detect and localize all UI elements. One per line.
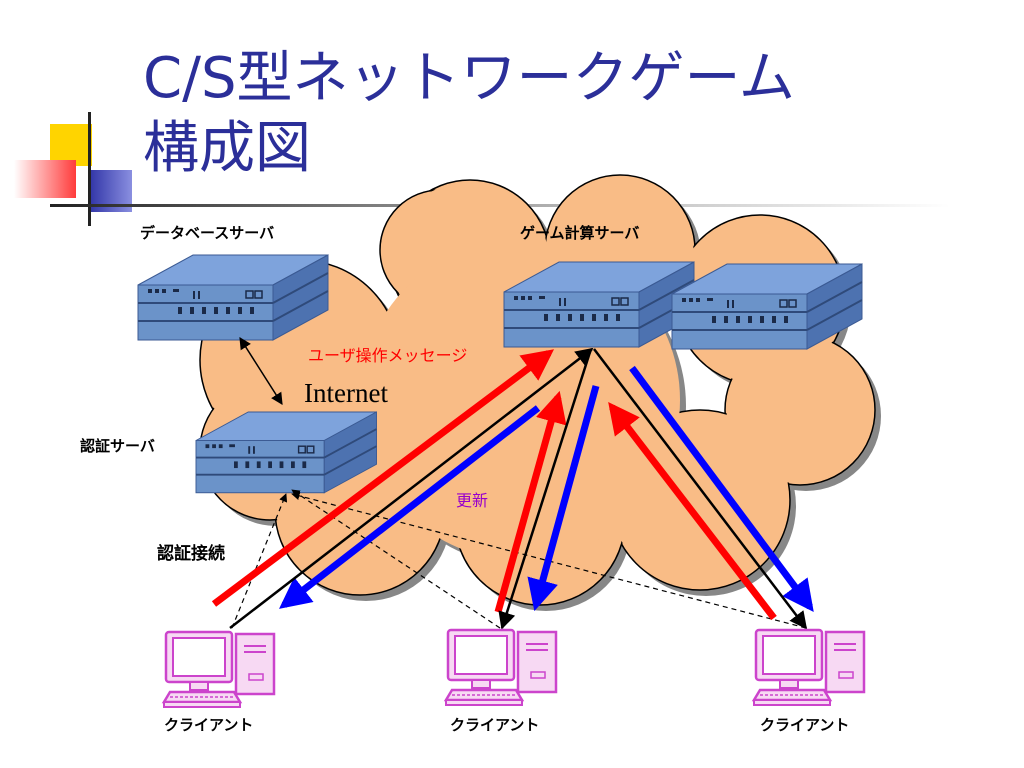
client-label-1: クライアント xyxy=(164,716,254,734)
client-label-2: クライアント xyxy=(450,716,540,734)
client-label-3: クライアント xyxy=(760,716,850,734)
auth-connection-label: 認証接続 xyxy=(157,544,225,564)
connection-arrows xyxy=(229,347,808,630)
ornament-vertical-line xyxy=(88,112,91,226)
title-line-2: 構成図 xyxy=(143,116,311,181)
auth-server-label: 認証サーバ xyxy=(80,437,155,455)
update-label: 更新 xyxy=(456,491,489,510)
client-computer-icon-3 xyxy=(752,628,866,707)
ornament-yellow-square xyxy=(50,124,92,166)
game-server-label: ゲーム計算サーバ xyxy=(520,224,640,242)
ornament-red-square xyxy=(14,160,76,198)
slide-title: C/S型ネットワークゲーム 構成図 xyxy=(143,44,795,184)
update-arrows xyxy=(279,365,814,613)
internet-label: Internet xyxy=(304,378,388,408)
client-computer-icon-1 xyxy=(162,630,276,709)
db-auth-link-arrow xyxy=(239,336,283,406)
client-computer-icon-2 xyxy=(444,628,558,707)
user-operation-message-label: ユーザ操作メッセージ xyxy=(308,346,468,365)
title-line-1: C/S型ネットワークゲーム xyxy=(143,46,795,111)
user-operation-arrows xyxy=(211,349,777,621)
database-server-label: データベースサーバ xyxy=(140,224,275,242)
